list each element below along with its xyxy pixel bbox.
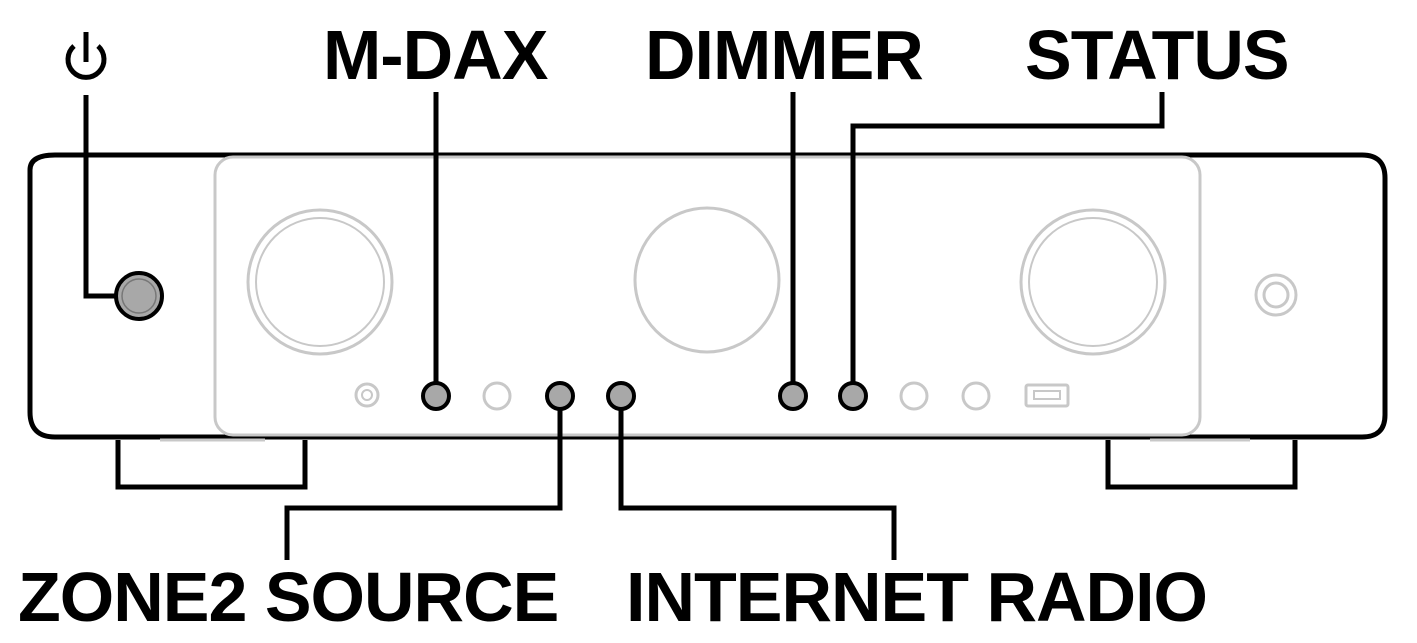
m-dax-button[interactable] — [421, 381, 451, 411]
zone2-source-leader — [284, 409, 563, 560]
center-knob — [633, 206, 781, 354]
power-icon — [65, 32, 107, 80]
unlabeled-button-1 — [482, 381, 512, 411]
zone2-source-button[interactable] — [545, 381, 575, 411]
left-knob — [246, 208, 394, 356]
right-knob — [1019, 208, 1167, 356]
dimmer-label: DIMMER — [645, 16, 924, 94]
status-leader — [850, 92, 1165, 383]
status-button[interactable] — [838, 381, 868, 411]
power-button[interactable] — [114, 271, 164, 321]
status-label: STATUS — [1025, 16, 1290, 94]
usb-port — [1024, 383, 1070, 408]
unlabeled-button-3 — [961, 381, 991, 411]
internet-radio-button[interactable] — [606, 381, 636, 411]
internet-radio-label: INTERNET RADIO — [626, 558, 1208, 636]
m-dax-label: M-DAX — [323, 16, 548, 94]
unlabeled-button-2 — [899, 381, 929, 411]
chassis-outline — [27, 152, 1388, 440]
inner-panel — [213, 155, 1202, 437]
headphone-jack — [1254, 273, 1298, 317]
power-leader — [83, 95, 116, 299]
left-foot — [115, 440, 308, 490]
zone2-source-label: ZONE2 SOURCE — [18, 558, 559, 636]
setup-mic-jack — [354, 382, 380, 408]
dimmer-button[interactable] — [778, 381, 808, 411]
internet-radio-leader — [618, 409, 897, 560]
right-foot — [1105, 440, 1298, 490]
